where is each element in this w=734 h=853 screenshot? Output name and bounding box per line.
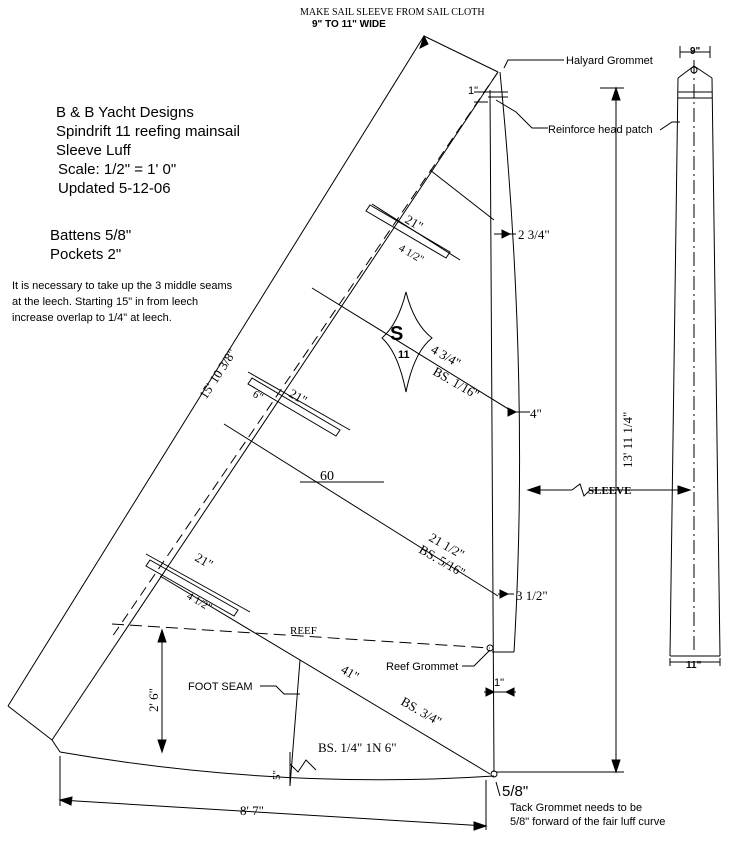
luff-length-label: 13' 11 1/4": [620, 412, 635, 468]
leech-dimension: [7, 34, 499, 741]
luff-line: [489, 89, 495, 773]
foot-seam-line: [289, 659, 301, 787]
reef-height-label: 2' 6": [146, 688, 161, 712]
sleeve-label: SLEEVE: [588, 485, 631, 497]
foot-bs-leader: [289, 759, 317, 773]
luff-curve: [499, 71, 521, 653]
tack-note-line2: 5/8" forward of the fair luff curve: [510, 816, 665, 828]
header-line-1: MAKE SAIL SLEEVE FROM SAIL CLOTH: [300, 7, 485, 18]
sleeve-side-view: [659, 46, 721, 666]
batten-pocket-2: [247, 377, 341, 437]
head-callouts: [474, 59, 564, 129]
header-line-2: 9" TO 11" WIDE: [312, 19, 386, 30]
updated-text: Updated 5-12-06: [58, 180, 171, 197]
batten3-len-label: 21": [193, 550, 216, 572]
foot-dimension: [58, 756, 488, 831]
note-line-2: at the leech. Starting 15" in from leech: [12, 296, 199, 308]
sail-type: Sleeve Luff: [56, 142, 131, 159]
tack-grommet-icon: [490, 770, 498, 778]
offset-4-label: 4": [530, 406, 542, 421]
reef-grommet-icon: [486, 644, 494, 652]
bs3-len-label: 41": [339, 662, 362, 684]
tack-leader: [495, 781, 501, 797]
head-1in-label: 1": [468, 85, 478, 97]
halyard-grommet-label: Halyard Grommet: [566, 55, 653, 67]
offset-arrows: [484, 229, 530, 697]
reef-label: REEF: [290, 625, 317, 637]
diag-60-label: 60: [320, 469, 334, 484]
sleeve-bottom-label: 11": [686, 660, 702, 671]
scale-text: Scale: 1/2" = 1' 0": [58, 161, 177, 178]
insignia-number: 11: [398, 349, 410, 361]
reinforce-head-label: Reinforce head patch: [548, 124, 653, 136]
batten-pocket-1: [365, 204, 451, 259]
insignia-diamond: [381, 291, 433, 393]
tack-note-line1: Tack Grommet needs to be: [510, 802, 642, 814]
sleeve-top-label: 9": [690, 46, 701, 57]
reef-grommet-leader: [462, 649, 491, 667]
leech-line: [51, 71, 499, 741]
pockets-text: Pockets 2": [50, 246, 122, 263]
company-name: B & B Yacht Designs: [56, 104, 194, 121]
reef-grommet-label: Reef Grommet: [386, 661, 458, 673]
seams: [145, 169, 511, 775]
batten-pockets: [145, 204, 451, 617]
reef-line: [111, 623, 491, 649]
batten-pocket-3: [145, 559, 239, 617]
batten2-pos-label: 6": [251, 388, 266, 403]
foot-seam-label: FOOT SEAM: [188, 681, 253, 693]
dashed-leech-reference: [109, 71, 499, 641]
tack-5-8-label: 5/8": [502, 783, 528, 800]
luff-dimension: [496, 86, 624, 774]
foot-curve: [59, 751, 495, 781]
insignia-letter: S: [390, 323, 403, 345]
note-line-1: It is necessary to take up the 3 middle …: [12, 280, 233, 292]
offset-1in-label: 1": [494, 677, 504, 689]
note-line-3: increase overlap to 1/4" at leech.: [12, 312, 172, 324]
leech-length-label: 15' 10 3/8": [196, 346, 239, 402]
sail-name: Spindrift 11 reefing mainsail: [56, 123, 240, 140]
foot-length-label: 8' 7": [240, 803, 264, 818]
bs1-len-label: 4 3/4": [429, 342, 464, 371]
batten1-pos-label: 4 1/2": [397, 242, 426, 266]
sleeve-leader: [526, 483, 692, 497]
foot-5in-label: 5": [271, 770, 283, 780]
offset-2-3-4-label: 2 3/4": [518, 227, 550, 242]
reef-height-dimension: [157, 628, 291, 786]
offset-3-1-2-label: 3 1/2": [516, 588, 548, 603]
batten2-len-label: 21": [287, 386, 310, 408]
foot-seam-leader: [260, 685, 300, 695]
foot-bs-label: BS. 1/4" 1N 6": [318, 740, 397, 755]
sail-outline: [51, 71, 521, 781]
batten1-len-label: 21": [403, 212, 426, 234]
battens-text: Battens 5/8": [50, 227, 132, 244]
